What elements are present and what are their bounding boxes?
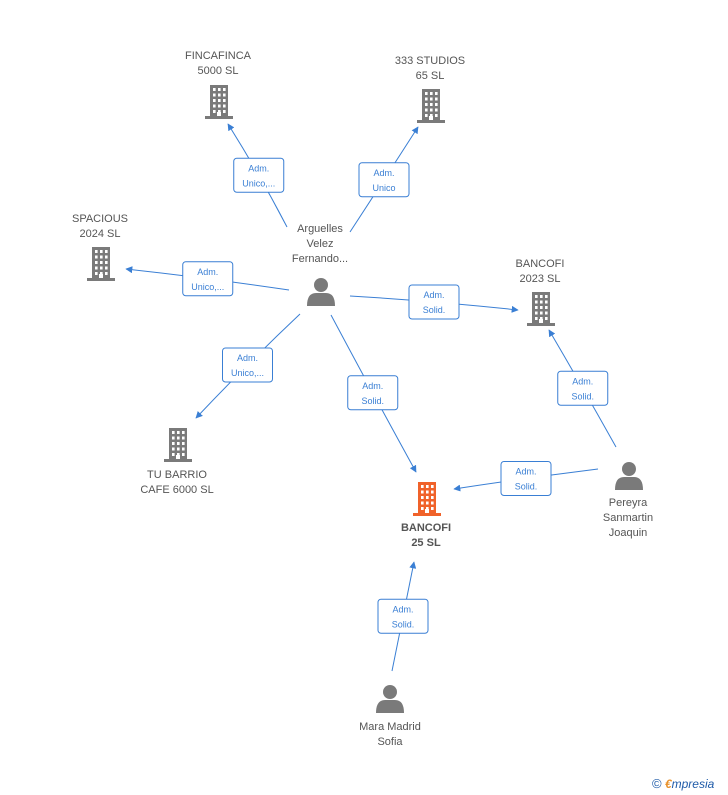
node-label: Joaquin	[609, 527, 648, 539]
edge-label-text: Unico,...	[191, 282, 224, 292]
edge-label-text: Unico,...	[231, 368, 264, 378]
relation-edge-arguelles-bancofi25[interactable]: Adm. Solid.	[330, 314, 417, 473]
edge-label-box[interactable]	[347, 375, 399, 411]
edge-label-box[interactable]	[408, 284, 460, 320]
edge-label-text: Adm.	[572, 376, 593, 386]
relation-edge-pereyra-bancofi2023[interactable]: Adm. Solid.	[548, 329, 617, 448]
building-icon[interactable]	[417, 89, 445, 123]
edge-label-text: Unico	[372, 183, 395, 193]
relation-edge-arguelles-bancofi2023[interactable]: Adm. Solid.	[349, 284, 519, 320]
edge-label-text: Adm.	[237, 353, 258, 363]
edge-label-text: Solid.	[571, 391, 594, 401]
edge-label-text: Solid.	[515, 482, 538, 492]
edge-label-text: Adm.	[248, 163, 269, 173]
edge-label-text: Solid.	[423, 305, 446, 315]
edge-label-text: Solid.	[392, 619, 415, 629]
node-spacious[interactable]: SPACIOUS 2024 SL	[72, 213, 128, 281]
relation-edge-pereyra-bancofi25[interactable]: Adm. Solid.	[453, 461, 599, 496]
node-label: TU BARRIO	[147, 469, 207, 481]
person-icon[interactable]	[307, 278, 335, 306]
node-label: BANCOFI	[401, 522, 451, 534]
brand-initial: €	[664, 777, 672, 791]
relation-edge-arguelles-tubarrio[interactable]: Adm. Unico,...	[195, 313, 301, 419]
edge-label-text: Adm.	[197, 267, 218, 277]
node-label: 333 STUDIOS	[395, 55, 465, 67]
edge-label-text: Adm.	[392, 604, 413, 614]
node-label: BANCOFI	[516, 258, 565, 270]
building-icon[interactable]	[413, 482, 441, 516]
edge-label-text: Adm.	[515, 467, 536, 477]
node-bancofi2023[interactable]: BANCOFI 2023 SL	[516, 258, 565, 326]
edge-label-box[interactable]	[500, 461, 552, 496]
node-label: 2023 SL	[520, 273, 561, 285]
edge-label-box[interactable]	[358, 162, 410, 198]
person-icon[interactable]	[376, 685, 404, 713]
node-label: 65 SL	[416, 70, 445, 82]
node-label: Sanmartin	[603, 512, 653, 524]
building-icon[interactable]	[527, 292, 555, 326]
node-label: CAFE 6000 SL	[140, 484, 213, 496]
edge-label-text: Adm.	[373, 168, 394, 178]
brand-name: mpresia	[671, 777, 715, 791]
node-arguelles[interactable]: ArguellesVelezFernando...	[292, 223, 348, 306]
building-icon[interactable]	[205, 85, 233, 119]
relation-edge-arguelles-spacious[interactable]: Adm. Unico,...	[125, 261, 290, 297]
node-label: 25 SL	[411, 537, 441, 549]
node-label: Mara Madrid	[359, 721, 421, 733]
edge-label-text: Solid.	[361, 396, 384, 406]
node-label: Pereyra	[609, 497, 648, 509]
edge-label-text: Adm.	[362, 381, 383, 391]
edge-label-box[interactable]	[377, 598, 429, 634]
node-label: 5000 SL	[198, 65, 239, 77]
edge-label-box[interactable]	[557, 370, 609, 406]
building-icon[interactable]	[87, 247, 115, 281]
empresia-logo[interactable]: © €mpresia	[652, 776, 714, 791]
edge-label-text: Adm.	[423, 290, 444, 300]
copyright-symbol: ©	[652, 776, 662, 791]
building-icon[interactable]	[164, 428, 192, 462]
relation-edge-mara-bancofi25[interactable]: Adm. Solid.	[377, 561, 429, 672]
edge-label-box[interactable]	[182, 261, 234, 297]
edge-label-text: Unico,...	[242, 178, 275, 188]
node-label: Arguelles	[297, 223, 343, 235]
node-label: Sofia	[377, 736, 403, 748]
node-label: FINCAFINCA	[185, 50, 252, 62]
node-label: Velez	[307, 238, 334, 250]
node-label: 2024 SL	[80, 228, 121, 240]
edge-label-box[interactable]	[233, 157, 285, 193]
node-tubarrio[interactable]: TU BARRIO CAFE 6000 SL	[140, 428, 214, 496]
relation-edge-arguelles-studios333[interactable]: Adm. Unico	[349, 126, 419, 233]
relation-edge-arguelles-fincafinca[interactable]: Adm. Unico,...	[227, 123, 288, 228]
edge-label-box[interactable]	[222, 347, 273, 383]
person-icon[interactable]	[615, 462, 643, 490]
node-bancofi25[interactable]: BANCOFI 25 SL	[401, 482, 451, 549]
node-label: Fernando...	[292, 253, 348, 265]
node-label: SPACIOUS	[72, 213, 128, 225]
node-studios333[interactable]: 333 STUDIOS 65 SL	[395, 55, 465, 123]
node-fincafinca[interactable]: FINCAFINCA 5000 SL	[185, 50, 252, 119]
